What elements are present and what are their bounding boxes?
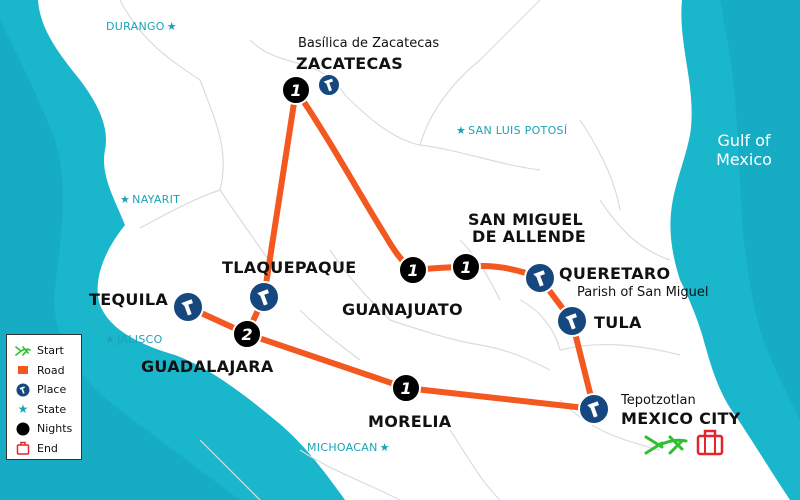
state-star-icon: ★ (105, 333, 116, 346)
legend-label: Road (37, 363, 65, 377)
state-label-jalisco: ★JALISCO (105, 333, 163, 346)
state-name: DURANGO (106, 20, 165, 33)
gulf-shade (720, 0, 800, 420)
city-label-guadalajara: GUADALAJARA (141, 357, 274, 376)
nights-marker-morelia[interactable]: 1 (391, 373, 421, 403)
city-label-san-miguel: SAN MIGUEL (468, 210, 583, 229)
state-star-icon: ★ (456, 124, 467, 137)
place-icon (323, 78, 334, 92)
state-label-durango: DURANGO★ (106, 20, 177, 33)
state-label-nayarit: ★NAYARIT (120, 193, 180, 206)
state-name: NAYARIT (132, 193, 181, 206)
plane-icon (15, 344, 31, 358)
road-icon (15, 363, 31, 377)
place-label-parish: Parish of San Miguel (577, 285, 709, 300)
state-label-san-luis-potosi: ★SAN LUIS POTOSÍ (456, 124, 567, 137)
start-plane-icon (644, 435, 688, 455)
nights-marker-san-miguel[interactable]: 1 (451, 252, 481, 282)
legend-row-start: Start (15, 341, 81, 361)
gulf-label: Gulf of Mexico (704, 131, 784, 169)
place-marker-tequila[interactable] (172, 291, 204, 323)
place-icon (587, 401, 599, 418)
place-marker-tula[interactable] (556, 305, 588, 337)
legend-label: State (37, 402, 67, 416)
place-icon (257, 289, 269, 306)
nights-count-guadalajara: 2 (241, 325, 252, 344)
place-label-basilica: Basílica de Zacatecas (298, 36, 440, 51)
gulf-label-line1: Gulf of (717, 131, 771, 150)
state-star-icon: ★ (379, 441, 390, 454)
state-name: MICHOACAN (307, 441, 378, 454)
place-icon (15, 383, 31, 397)
city-label-guanajuato: GUANAJUATO (342, 300, 463, 319)
legend: Start Road Place ★ State Nights (6, 334, 82, 460)
city-label-zacatecas: ZACATECAS (296, 54, 404, 73)
city-label-mexico-city: MEXICO CITY (621, 409, 741, 428)
nights-count-morelia: 1 (400, 379, 411, 398)
city-label-tula: TULA (594, 313, 642, 332)
road-mexico-city-morelia (403, 385, 597, 412)
nights-marker-zacatecas[interactable]: 1 (281, 75, 311, 105)
legend-row-nights: Nights (15, 419, 81, 439)
nights-count-zacatecas: 1 (290, 81, 301, 100)
road-zacatecas-guanajuato (293, 87, 416, 273)
place-marker-tlaquepaque[interactable] (248, 281, 280, 313)
city-label-morelia: MORELIA (368, 412, 452, 431)
place-marker-zacatecas[interactable] (317, 73, 341, 97)
end-suitcase-icon (696, 429, 724, 456)
place-icon (565, 313, 577, 330)
legend-row-state: ★ State (15, 400, 81, 420)
road-tlaquepaque-zacatecas (261, 87, 299, 300)
legend-label: Start (37, 344, 64, 358)
legend-row-road: Road (15, 361, 81, 381)
gulf-label-line2: Mexico (716, 150, 772, 169)
state-label-michoacan: MICHOACAN★ (307, 441, 390, 454)
city-label-tlaquepaque: TLAQUEPAQUE (222, 258, 357, 277)
place-marker-mexico-city[interactable] (578, 393, 610, 425)
state-star-icon: ★ (166, 20, 177, 33)
nights-marker-guadalajara[interactable]: 2 (232, 319, 262, 349)
place-marker-queretaro[interactable] (524, 262, 556, 294)
gulf-of-mexico (670, 0, 800, 500)
legend-label: Nights (37, 422, 73, 436)
road-morelia-guadalajara (244, 331, 409, 391)
city-label-de-allende: DE ALLENDE (472, 227, 587, 246)
state-borders (119, 0, 681, 500)
nights-count-san-miguel: 1 (460, 258, 471, 277)
city-label-queretaro: QUERETARO (559, 264, 671, 283)
legend-row-place: Place (15, 380, 81, 400)
suitcase-icon (15, 441, 31, 455)
state-name: JALISCO (117, 333, 163, 346)
city-label-tequila: TEQUILA (89, 290, 169, 309)
nights-count-guanajuato: 1 (407, 261, 418, 280)
place-label-tepotzotlan: Tepotzotlan (621, 393, 696, 408)
legend-row-end: End (15, 439, 81, 459)
state-icon: ★ (17, 402, 29, 417)
place-icon (533, 270, 545, 287)
state-name: SAN LUIS POTOSÍ (468, 124, 568, 137)
nights-icon (15, 422, 31, 436)
legend-label: Place (37, 383, 67, 397)
legend-label: End (37, 441, 58, 455)
state-star-icon: ★ (120, 193, 131, 206)
nights-marker-guanajuato[interactable]: 1 (398, 255, 428, 285)
place-icon (181, 299, 193, 316)
pacific-ocean (0, 0, 345, 500)
